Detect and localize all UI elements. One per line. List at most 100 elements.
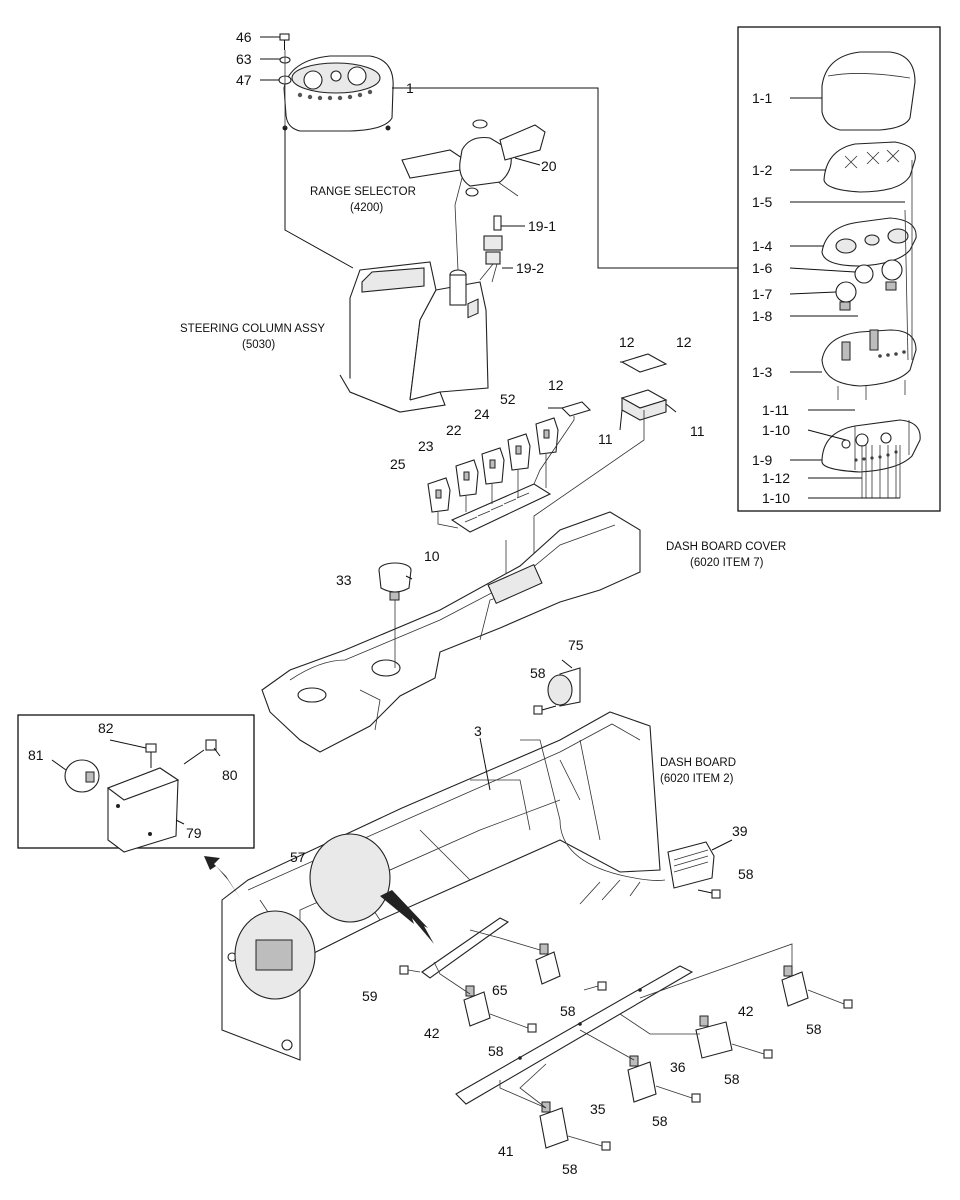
relay-42-left	[463, 985, 491, 1027]
circuit-board-1-9	[821, 419, 921, 473]
callout-22: 22	[446, 422, 462, 438]
callout-58-a: 58	[530, 665, 546, 681]
relay-36	[695, 1015, 733, 1059]
callout-23: 23	[418, 438, 434, 454]
callout-1-4: 1-4	[752, 238, 772, 254]
callout-35: 35	[590, 1101, 606, 1117]
caption-dash-board: DASH BOARD	[660, 757, 736, 769]
key-switch	[479, 215, 503, 283]
cluster-leader-lines	[837, 160, 913, 498]
rocker-switch-25	[427, 477, 451, 513]
caption-steering-column: STEERING COLUMN ASSY	[180, 323, 325, 335]
callout-58-g: 58	[652, 1113, 668, 1129]
switch-bezel-10	[450, 298, 552, 533]
caption-steering-column-ref: (5030)	[242, 339, 275, 351]
switch-housing-11	[620, 353, 668, 421]
arrow-to-buzzer-detail	[204, 856, 244, 904]
relay-mount-plate-lower	[455, 965, 694, 1105]
wire-harness	[559, 819, 666, 905]
callout-1-10: 1-10	[762, 422, 790, 438]
dash-board-frame	[221, 711, 661, 1061]
arrow-to-relay-board	[380, 890, 434, 944]
callout-1-7: 1-7	[752, 286, 772, 302]
caption-range-selector-ref: (4200)	[350, 202, 383, 214]
callout-57: 57	[290, 849, 306, 865]
assembly-captions: RANGE SELECTOR (4200) STEERING COLUMN AS…	[180, 186, 786, 785]
gauge-1-7	[835, 281, 857, 311]
callout-3: 3	[474, 723, 482, 739]
callout-1-1: 1-1	[752, 90, 772, 106]
screw-80	[183, 739, 217, 765]
gauge-1-8	[881, 259, 903, 291]
callout-81: 81	[28, 747, 44, 763]
cluster-cover-1-1	[821, 51, 916, 131]
relay-41	[539, 1101, 569, 1149]
callout-79: 79	[186, 825, 202, 841]
callout-58-f: 58	[724, 1071, 740, 1087]
callout-12-b: 12	[676, 334, 692, 350]
callout-1: 1	[406, 80, 414, 96]
caption-range-selector: RANGE SELECTOR	[310, 186, 416, 198]
callout-1-9: 1-9	[752, 452, 772, 468]
callout-10: 10	[424, 548, 440, 564]
dial-plate-1-4	[821, 217, 917, 267]
callout-46: 46	[236, 29, 252, 45]
callout-41: 41	[498, 1143, 514, 1159]
callout-24: 24	[474, 406, 490, 422]
rocker-switch-22	[481, 447, 505, 485]
callout-11-b: 11	[690, 423, 705, 439]
callout-59: 59	[362, 988, 378, 1004]
blank-plate-12	[560, 401, 592, 417]
callout-1-11: 1-11	[762, 402, 789, 418]
steering-column	[339, 204, 489, 413]
callout-19-1: 19-1	[528, 218, 556, 234]
callout-19-2: 19-2	[516, 260, 544, 276]
callout-65: 65	[492, 982, 508, 998]
caption-dash-board-cover-ref: (6020 ITEM 7)	[690, 557, 764, 569]
callout-1-8: 1-8	[752, 308, 772, 324]
buzzer-75	[547, 667, 581, 707]
callout-33: 33	[336, 572, 352, 588]
callout-1-2: 1-2	[752, 162, 772, 178]
relay-65	[535, 943, 561, 985]
rocker-switch-24	[507, 433, 531, 471]
relay-mount-plate-upper	[421, 917, 510, 979]
instrument-cluster-detail-box	[737, 26, 941, 512]
cap-81	[64, 759, 100, 793]
callout-1-5: 1-5	[752, 194, 772, 210]
cluster-lens-1-2	[823, 141, 916, 193]
callout-20: 20	[541, 158, 557, 174]
callout-12-a: 12	[619, 334, 635, 350]
dash-board-cover	[261, 511, 641, 753]
caption-dash-board-cover: DASH BOARD COVER	[666, 541, 786, 553]
callout-36: 36	[670, 1059, 686, 1075]
callout-58-h: 58	[562, 1161, 578, 1177]
callout-12-c: 12	[548, 377, 564, 393]
relay-42-right	[781, 965, 809, 1007]
callout-42-b: 42	[738, 1003, 754, 1019]
callout-58-c: 58	[560, 1003, 576, 1019]
callout-11-a: 11	[598, 431, 613, 447]
buzzer-box-79	[106, 767, 180, 853]
screw-46	[279, 33, 290, 50]
instrument-cluster	[282, 55, 394, 132]
callout-25: 25	[390, 456, 406, 472]
rocker-switch-52	[535, 417, 559, 455]
gauge-1-6	[854, 264, 874, 284]
callout-82: 82	[98, 720, 114, 736]
bolt-58-a	[533, 705, 557, 715]
relay-35	[627, 1055, 657, 1103]
cluster-housing-1-3	[821, 329, 917, 387]
rocker-switch-23	[455, 459, 479, 497]
callout-52: 52	[500, 391, 516, 407]
callout-75: 75	[568, 637, 584, 653]
callout-1-3: 1-3	[752, 364, 772, 380]
callout-58-b: 58	[738, 866, 754, 882]
caption-dash-board-ref: (6020 ITEM 2)	[660, 773, 734, 785]
fan-grille-57	[234, 833, 391, 1000]
callout-63: 63	[236, 51, 252, 67]
range-selector	[401, 119, 546, 206]
callout-1-12: 1-12	[762, 470, 790, 486]
callout-leaders	[51, 36, 905, 851]
